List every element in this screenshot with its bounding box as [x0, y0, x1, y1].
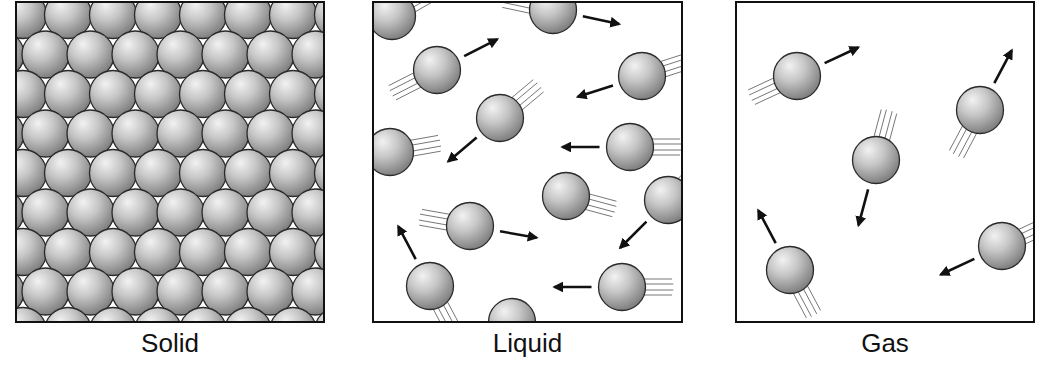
- motion-line: [663, 63, 682, 72]
- particle: [16, 308, 47, 323]
- particle: [447, 203, 494, 250]
- solid-lattice: [16, 2, 324, 322]
- motion-arrow: [583, 16, 619, 24]
- particle: [90, 308, 137, 323]
- motion-arrow: [941, 259, 975, 275]
- motion-arrow: [825, 47, 859, 63]
- motion-line: [420, 214, 450, 219]
- particle: [414, 47, 461, 94]
- motion-line: [959, 130, 973, 156]
- motion-line: [661, 57, 682, 66]
- particle: [477, 95, 524, 142]
- motion-line: [749, 82, 776, 95]
- motion-line: [518, 87, 541, 106]
- motion-line: [651, 150, 681, 151]
- motion-arrow: [398, 226, 415, 259]
- motion-line: [650, 155, 680, 156]
- state-label: Solid: [17, 329, 323, 359]
- state-label: Gas: [737, 329, 1033, 359]
- particle: [599, 264, 646, 311]
- motion-line: [586, 204, 615, 212]
- particle: [489, 299, 536, 323]
- motion-arrow: [563, 146, 600, 149]
- motion-line: [587, 193, 616, 201]
- particle: [607, 124, 654, 171]
- motion-arrow: [500, 231, 536, 237]
- particle: [135, 308, 182, 323]
- state-label: Liquid: [374, 329, 681, 359]
- state-panel: Gas: [735, 1, 1035, 323]
- motion-line: [651, 144, 681, 145]
- motion-line: [510, 80, 533, 99]
- particle: [530, 2, 577, 34]
- motion-line: [396, 86, 423, 100]
- motion-line: [446, 300, 460, 322]
- particle: [979, 223, 1026, 270]
- state-panel: Solid: [15, 1, 325, 323]
- motion-line: [390, 77, 417, 91]
- motion-line: [413, 2, 439, 13]
- motion-line: [755, 92, 782, 105]
- motion-line: [949, 124, 963, 150]
- particle: [225, 308, 272, 323]
- motion-line: [411, 151, 441, 156]
- motion-line: [502, 2, 531, 8]
- motion-line: [752, 88, 779, 101]
- motion-line: [792, 291, 806, 317]
- motion-line: [389, 72, 416, 86]
- particle: [45, 308, 92, 323]
- particle: [180, 308, 227, 323]
- motion-arrow: [620, 222, 646, 248]
- motion-line: [393, 82, 420, 96]
- particle: [543, 173, 590, 220]
- motion-line: [1017, 218, 1034, 231]
- particle: [619, 53, 666, 100]
- motion-arrow: [464, 39, 497, 56]
- motion-line: [873, 110, 881, 139]
- motion-line: [964, 131, 978, 157]
- particle: [270, 308, 317, 323]
- particle: [373, 129, 414, 176]
- motion-line: [412, 146, 442, 151]
- particle: [767, 247, 814, 294]
- particle: [645, 177, 683, 224]
- motion-arrow: [555, 286, 592, 289]
- motion-line: [410, 140, 440, 145]
- motion-line: [806, 284, 820, 310]
- motion-line: [502, 7, 531, 13]
- motion-line: [408, 135, 438, 140]
- motion-line: [797, 290, 811, 316]
- state-panel: Liquid: [372, 1, 683, 323]
- motion-arrow: [859, 189, 869, 225]
- motion-line: [803, 287, 817, 313]
- motion-line: [422, 209, 452, 214]
- motion-line: [643, 284, 673, 285]
- particle: [407, 263, 454, 310]
- gas-particles: [748, 47, 1034, 318]
- motion-line: [953, 127, 967, 153]
- particle: [957, 87, 1004, 134]
- motion-line: [884, 111, 892, 140]
- motion-arrow: [758, 210, 775, 243]
- motion-line: [659, 53, 682, 62]
- motion-line: [643, 290, 673, 291]
- motion-arrow: [578, 85, 613, 96]
- particle: [315, 308, 325, 323]
- liquid-particles: [373, 2, 682, 322]
- motion-line: [642, 295, 672, 296]
- motion-arrow: [994, 50, 1011, 83]
- motion-arrow: [448, 138, 476, 162]
- motion-line: [437, 306, 451, 322]
- motion-line: [419, 220, 449, 225]
- particle: [853, 137, 900, 184]
- particle: [774, 53, 821, 100]
- motion-line: [642, 279, 672, 280]
- motion-line: [650, 139, 680, 140]
- motion-line: [748, 77, 775, 90]
- particle: [373, 2, 416, 40]
- motion-line: [419, 225, 449, 230]
